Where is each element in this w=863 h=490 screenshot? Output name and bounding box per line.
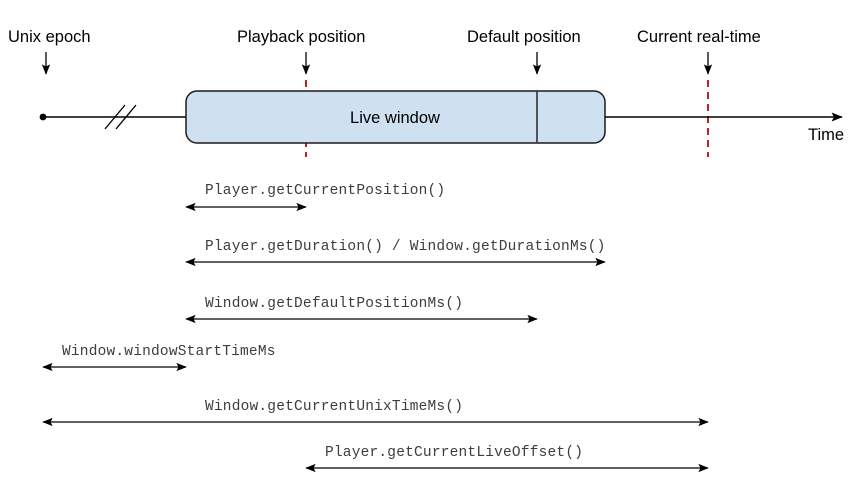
measure-label-get-default-position-ms: Window.getDefaultPositionMs() <box>205 296 463 312</box>
axis-break-icon-stroke-2 <box>115 104 137 130</box>
measure-label-get-current-unix-time-ms: Window.getCurrentUnixTimeMs() <box>205 399 463 415</box>
marker-label-playback-position: Playback position <box>237 28 365 46</box>
live-window-box <box>185 90 606 144</box>
unix-epoch-origin-dot <box>39 113 47 121</box>
live-window-label: Live window <box>350 109 440 127</box>
measure-label-window-start-time-ms: Window.windowStartTimeMs <box>62 344 276 360</box>
marker-label-default-position: Default position <box>467 28 581 46</box>
axis-caption-time: Time <box>808 126 844 144</box>
measure-label-get-current-live-offset: Player.getCurrentLiveOffset() <box>325 445 583 461</box>
measure-label-get-duration: Player.getDuration() / Window.getDuratio… <box>205 239 606 255</box>
axis-break-icon-stroke-1 <box>104 104 126 130</box>
marker-label-current-real-time: Current real-time <box>637 28 761 46</box>
measure-label-get-current-position: Player.getCurrentPosition() <box>205 183 445 199</box>
marker-label-unix-epoch: Unix epoch <box>8 28 91 46</box>
